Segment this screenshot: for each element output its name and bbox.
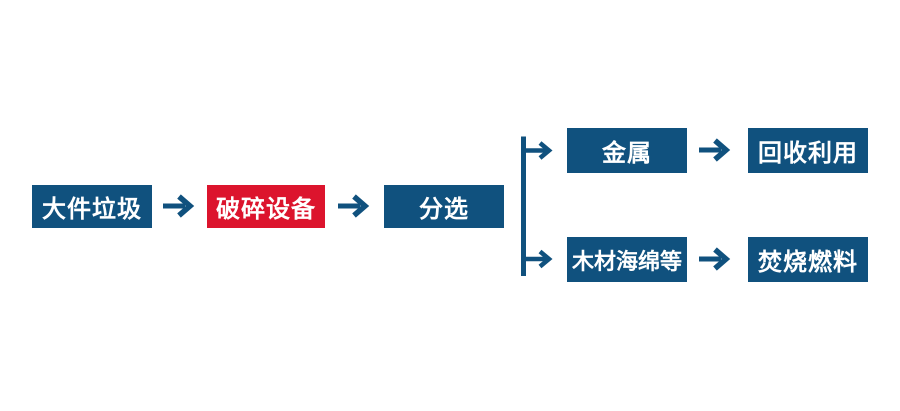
node-recycling: 回收利用 bbox=[748, 128, 868, 173]
arrow-right-icon bbox=[699, 246, 733, 272]
arrow-right-icon bbox=[699, 137, 733, 163]
node-sorting: 分选 bbox=[384, 185, 504, 228]
node-wood-sponge: 木材海绵等 bbox=[567, 237, 687, 282]
arrow-right-icon bbox=[163, 193, 197, 219]
branch-split-connector bbox=[519, 134, 559, 280]
node-bulky-waste: 大件垃圾 bbox=[32, 185, 152, 228]
node-incineration-fuel: 焚烧燃料 bbox=[748, 237, 868, 282]
node-crushing-equipment: 破碎设备 bbox=[207, 185, 325, 228]
arrow-right-icon bbox=[338, 193, 372, 219]
node-metal: 金属 bbox=[567, 128, 687, 173]
